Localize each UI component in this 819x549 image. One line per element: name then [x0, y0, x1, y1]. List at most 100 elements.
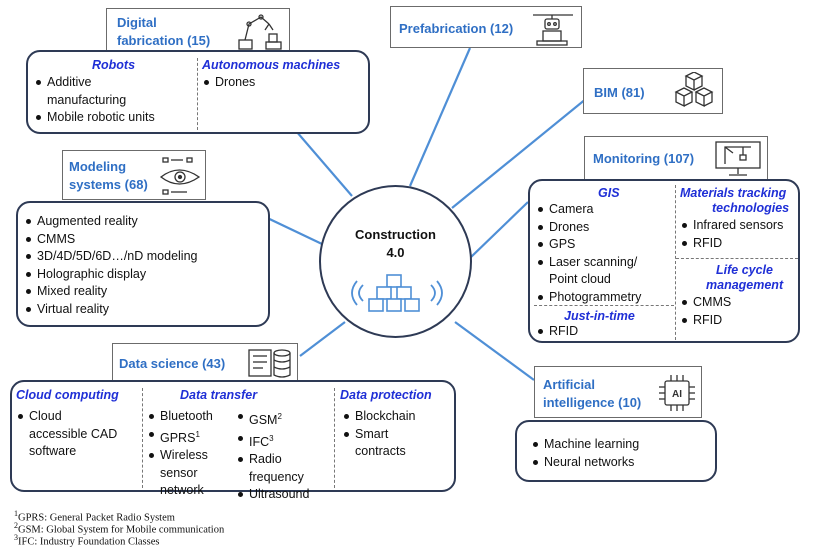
cubes-icon: [674, 72, 714, 108]
ai-list: Machine learning Neural networks: [531, 436, 711, 471]
list-item: Mixed reality: [24, 283, 268, 301]
life-cycle-header-line2: management: [706, 278, 784, 292]
digital-fabrication-title-line1: Digital: [117, 15, 157, 30]
ai-title-line1: Artificial: [543, 377, 596, 392]
modeling-title-box: Modeling systems (68): [62, 150, 206, 200]
list-item: CMMS: [680, 294, 790, 312]
list-item: Blockchain: [342, 408, 452, 426]
data-protection-header: Data protection: [340, 388, 432, 402]
data-science-title-box: Data science (43): [112, 343, 298, 383]
cloud-computing-header: Cloud computing: [16, 388, 119, 402]
autonomous-machines-header: Autonomous machines: [202, 58, 341, 72]
ai-title-line2: intelligence (10): [543, 395, 642, 410]
spoke-prefabrication: [408, 47, 472, 187]
prefabrication-title-box: Prefabrication (12): [390, 6, 582, 48]
divider: [675, 185, 676, 340]
list-item: GPRS1: [147, 426, 247, 448]
jit-list: RFID: [536, 323, 656, 341]
database-icon: [248, 349, 291, 378]
list-item: Infrared sensors: [680, 217, 798, 235]
autonomous-list: Drones: [202, 74, 352, 92]
monitor-crane-icon: [715, 141, 761, 176]
list-item: CMMS: [24, 231, 268, 249]
list-item: GPS: [536, 236, 676, 254]
modeling-panel: Augmented reality CMMS 3D/4D/5D/6D…/nD m…: [16, 201, 270, 327]
spoke-bim: [451, 93, 593, 209]
footnote-gprs: 1GPRS: General Packet Radio System: [14, 509, 175, 524]
divider: [197, 58, 198, 130]
list-item: Neural networks: [531, 454, 711, 472]
list-item: Mobile robotic units: [34, 109, 199, 127]
list-item: Augmented reality: [24, 213, 268, 231]
modeling-title-line1: Modeling: [69, 159, 127, 174]
list-item: Virtual reality: [24, 301, 268, 319]
robots-header: Robots: [92, 58, 136, 72]
list-item: Drones: [202, 74, 352, 92]
divider: [676, 258, 798, 259]
divider: [334, 388, 335, 488]
list-item: Holographic display: [24, 266, 268, 284]
monitoring-panel: GIS Camera Drones GPS Laser scanning/Poi…: [528, 179, 800, 343]
prefabrication-title: Prefabrication (12): [399, 21, 514, 36]
list-item: 3D/4D/5D/6D…/nD modeling: [24, 248, 268, 266]
bim-title-box: BIM (81): [583, 68, 723, 114]
list-item: Laser scanning/Point cloud: [536, 254, 676, 289]
spoke-ai: [454, 321, 535, 381]
list-item: Drones: [536, 219, 676, 237]
eye-scan-icon: [159, 157, 201, 195]
list-item: Camera: [536, 201, 676, 219]
bim-title: BIM (81): [594, 85, 645, 100]
list-item: Ultrasound: [236, 486, 336, 504]
divider: [534, 305, 674, 306]
list-item: RFID: [680, 235, 798, 253]
ai-panel: Machine learning Neural networks: [515, 420, 717, 482]
center-title-line2: 4.0: [386, 245, 405, 260]
digital-fabrication-title-box: Digital fabrication (15): [106, 8, 290, 54]
monitoring-title: Monitoring (107): [593, 151, 695, 166]
construction-center-circle: Construction 4.0: [319, 185, 472, 338]
footnote-ifc: 3IFC: Industry Foundation Classes: [14, 533, 160, 548]
lifecycle-list: CMMS RFID: [680, 294, 790, 329]
modeling-list: Augmented reality CMMS 3D/4D/5D/6D…/nD m…: [24, 213, 268, 318]
materials-tracking-header-line1: Materials tracking: [680, 186, 787, 200]
ai-chip-label: AI: [672, 389, 682, 400]
list-item: IFC3: [236, 430, 336, 452]
prefab-robot-icon: [533, 14, 573, 46]
gis-header: GIS: [598, 186, 620, 200]
list-item: Photogrammetry: [536, 289, 676, 307]
footnote-gsm: 2GSM: Global System for Mobile communica…: [14, 521, 225, 536]
spoke-monitoring: [469, 201, 529, 259]
gis-list: Camera Drones GPS Laser scanning/Point c…: [536, 201, 676, 306]
data-transfer-header: Data transfer: [180, 388, 258, 402]
monitoring-title-box: Monitoring (107): [584, 136, 768, 180]
data-science-title: Data science (43): [119, 356, 226, 371]
ai-title-box: Artificial intelligence (10) AI: [534, 366, 702, 418]
just-in-time-header: Just-in-time: [564, 309, 635, 323]
list-item: RFID: [536, 323, 656, 341]
materials-list: Infrared sensors RFID: [680, 217, 798, 252]
life-cycle-header-line1: Life cycle: [716, 263, 773, 277]
center-title-line1: Construction: [355, 227, 436, 242]
robot-arm-icon: [238, 14, 282, 50]
list-item: Machine learning: [531, 436, 711, 454]
divider: [142, 388, 143, 488]
spoke-data-science: [299, 321, 346, 357]
ai-chip-icon: AI: [659, 375, 695, 411]
signal-blocks-icon: [351, 274, 443, 312]
list-item: Bluetooth: [147, 408, 247, 426]
modeling-title-line2: systems (68): [69, 177, 148, 192]
materials-tracking-header-line2: technologies: [712, 201, 790, 215]
list-item: GSM2: [236, 408, 336, 430]
digital-fabrication-title-line2: fabrication (15): [117, 33, 211, 48]
